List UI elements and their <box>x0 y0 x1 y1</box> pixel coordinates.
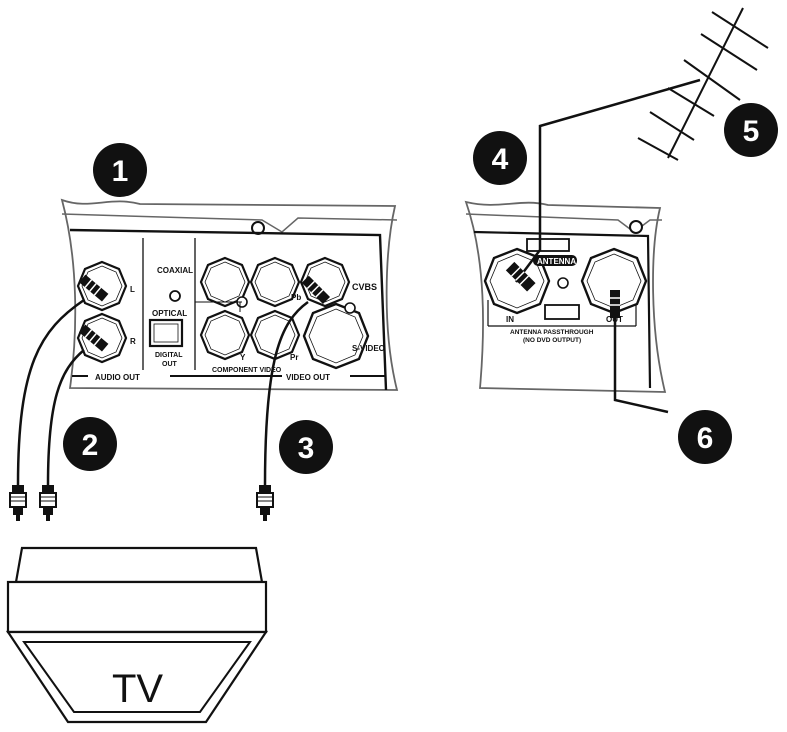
svg-text:2: 2 <box>82 429 99 462</box>
callout-3: 3 <box>279 420 333 474</box>
video-plug <box>256 484 274 522</box>
digital-out-label-2: OUT <box>162 361 178 368</box>
audio-plug-left <box>9 484 27 522</box>
video-cable <box>256 275 331 522</box>
no-dvd-output-label: (NO DVD OUTPUT) <box>523 337 581 344</box>
svg-text:3: 3 <box>298 432 315 465</box>
svg-text:6: 6 <box>697 422 714 455</box>
antenna-cable <box>505 78 701 292</box>
coaxial-label: COAXIAL <box>157 266 193 275</box>
audio-plug-right <box>39 484 57 522</box>
callout-4: 4 <box>473 131 527 185</box>
cvbs-label: CVBS <box>352 282 377 292</box>
component-video-label: COMPONENT VIDEO <box>212 367 282 374</box>
optical-port <box>148 318 184 348</box>
component-y-jack <box>199 309 251 361</box>
tv-set: TV <box>5 546 269 724</box>
callout-2: 2 <box>63 417 117 471</box>
digital-out-label: DIGITAL <box>155 352 183 359</box>
optical-label: OPTICAL <box>152 309 187 318</box>
antenna-label: ANTENNA <box>537 257 576 266</box>
svg-text:5: 5 <box>743 115 760 148</box>
svideo-label: S-VIDEO <box>352 344 385 353</box>
audio-out-right-jack <box>76 312 128 364</box>
left-channel-label: L <box>130 285 135 294</box>
audio-cables <box>9 274 109 522</box>
callout-5: 5 <box>724 103 778 157</box>
svideo-jack <box>302 302 370 370</box>
antenna-panel: ANTENNA IN OUT ANTENNA PASSTHROUGH (NO D… <box>464 200 667 393</box>
rf-out-cable <box>610 290 669 414</box>
pr-label: Pr <box>290 353 298 362</box>
callout-6: 6 <box>678 410 732 464</box>
coaxial-jack <box>169 290 181 302</box>
in-label: IN <box>506 315 514 324</box>
audio-out-label: AUDIO OUT <box>95 373 140 382</box>
av-output-panel: COAXIAL OPTICAL DIGITAL OUT L R Pb CVBS … <box>60 198 399 391</box>
tv-label: TV <box>112 667 163 711</box>
svg-text:4: 4 <box>492 143 509 176</box>
pb-label: Pb <box>291 293 301 302</box>
y-label: Y <box>240 353 246 362</box>
callout-1: 1 <box>93 143 147 197</box>
svg-text:1: 1 <box>112 155 129 188</box>
video-out-label: VIDEO OUT <box>286 373 330 382</box>
passthrough-label: ANTENNA PASSTHROUGH <box>510 329 594 336</box>
right-channel-label: R <box>130 337 136 346</box>
tv-antenna <box>637 7 769 161</box>
